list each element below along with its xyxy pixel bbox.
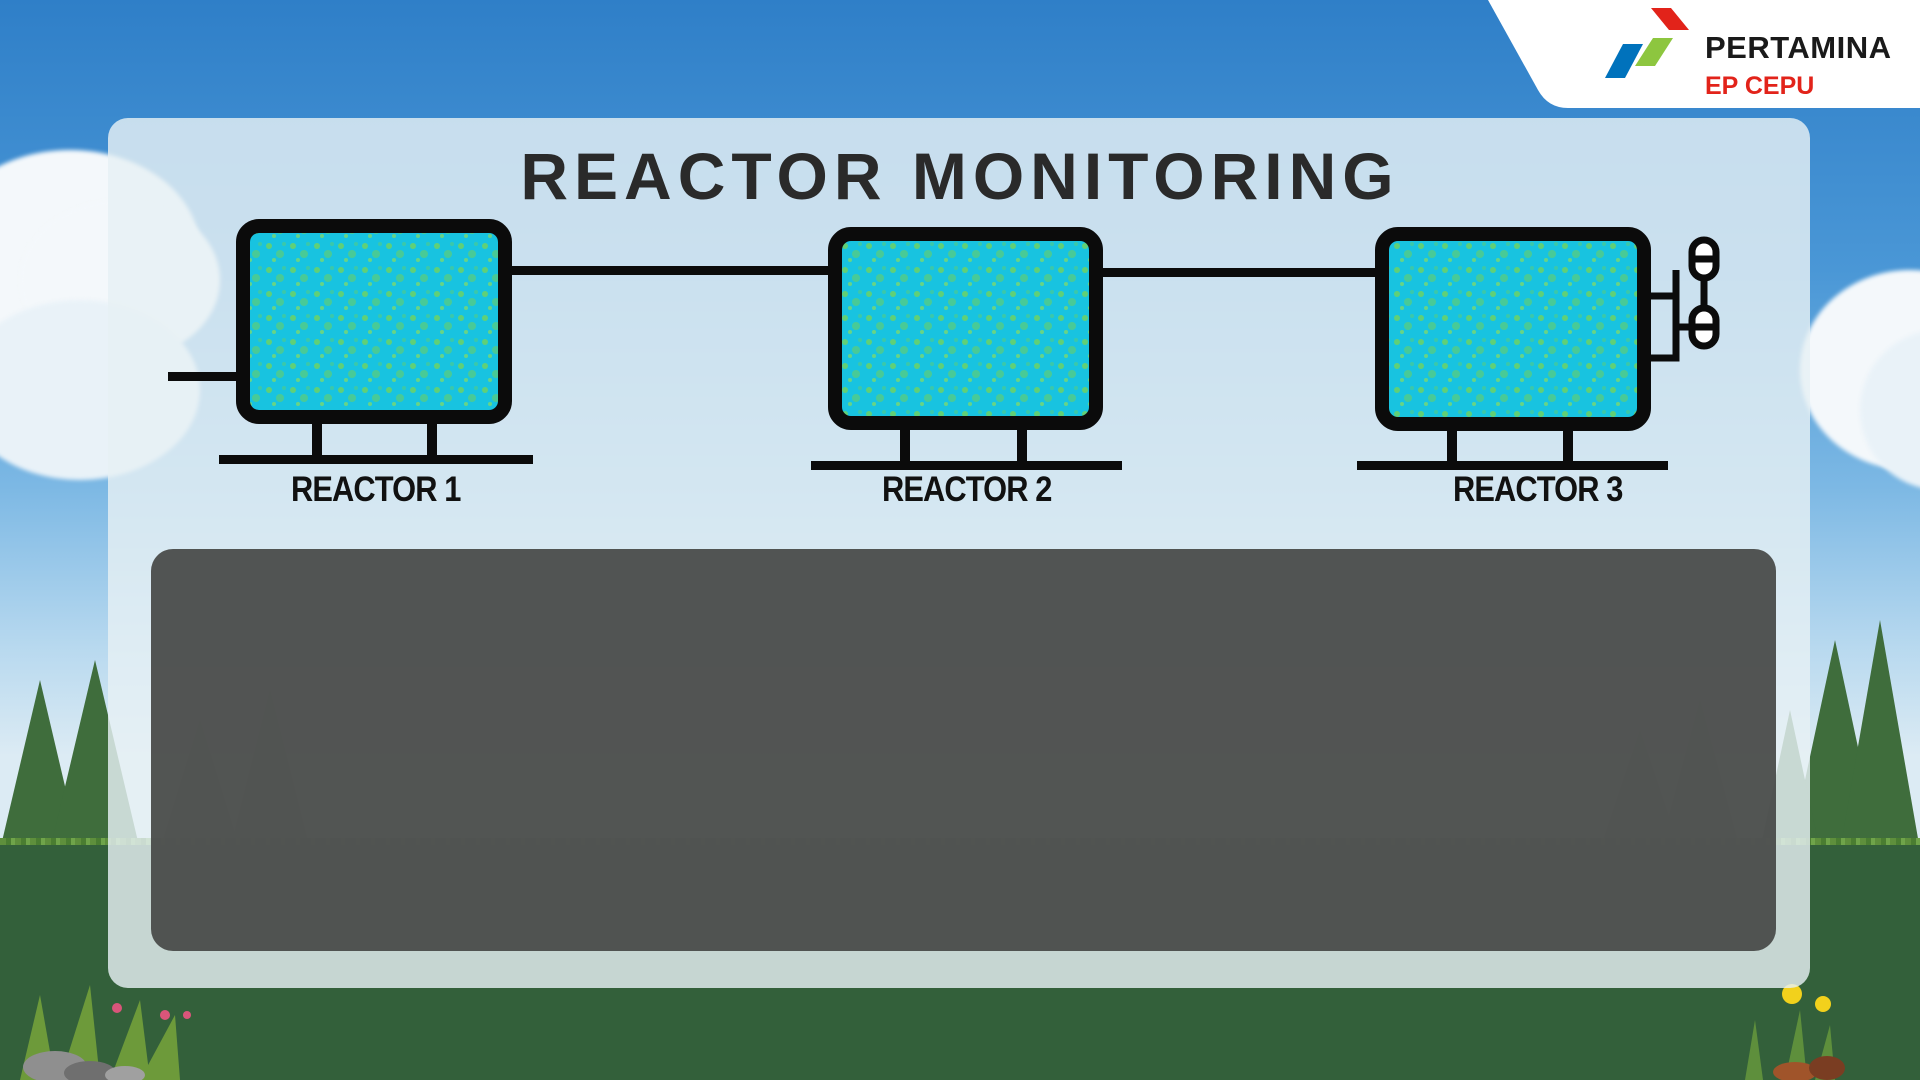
pertamina-logo-icon [1605,8,1689,78]
page-title: REACTOR MONITORING [520,139,1400,213]
brand-subtitle: EP CEPU [1705,72,1815,100]
agitator-icon [1651,236,1720,362]
pipe-inlet [168,372,240,381]
reactor-1-vessel [219,219,533,464]
reactor-2-vessel [811,227,1122,470]
brand-name: PERTAMINA [1705,30,1892,65]
reactor-2-label: REACTOR 2 [882,470,1052,509]
reactor-3-vessel [1357,227,1668,470]
reactor-3-label: REACTOR 3 [1453,470,1623,509]
reactor-1-label: REACTOR 1 [291,470,461,509]
flowers-decoration [1745,984,1845,1080]
data-display-area [151,549,1776,951]
pipe-1-2 [505,266,835,275]
logo-background [1488,0,1920,108]
reactor-diagram [168,219,1720,470]
pipe-2-3 [1096,268,1382,277]
rocks-and-grass-decoration [20,985,191,1080]
